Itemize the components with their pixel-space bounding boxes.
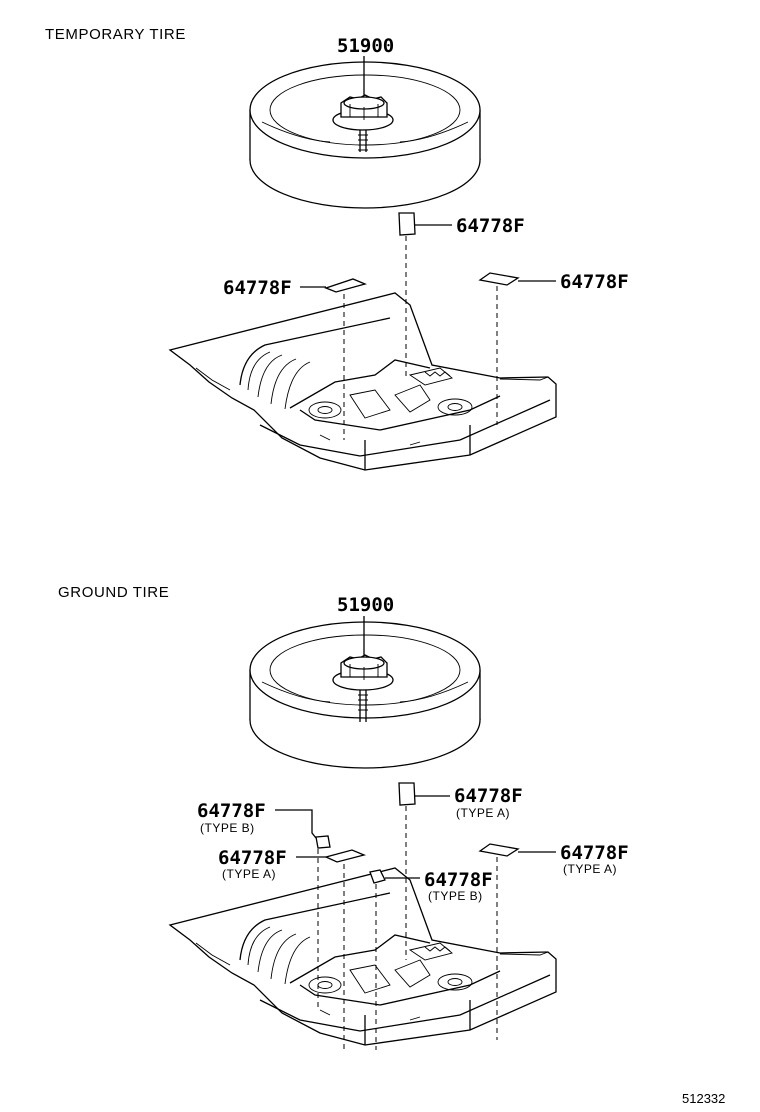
diagram-id: 512332 — [682, 1091, 725, 1106]
part-no-pad-right-temporary[interactable]: 64778F — [560, 271, 629, 293]
part-type-pad-right-ground: (TYPE A) — [563, 862, 617, 876]
section-title-temporary: TEMPORARY TIRE — [45, 26, 186, 43]
part-type-pad-left-a-ground: (TYPE A) — [222, 867, 276, 881]
part-type-pad-left-b-ground: (TYPE B) — [200, 821, 255, 835]
pad-left-a-ground — [296, 849, 367, 1050]
floor-pan-ground — [169, 867, 557, 1046]
section-title-ground: GROUND TIRE — [58, 584, 169, 601]
part-no-pad-upper-ground[interactable]: 64778F — [454, 785, 523, 807]
pad-right-temporary — [478, 272, 556, 425]
part-no-pad-upper-temporary[interactable]: 64778F — [456, 215, 525, 237]
part-no-pad-left-temporary[interactable]: 64778F — [223, 277, 292, 299]
pad-right-ground — [478, 843, 556, 1040]
part-type-pad-center-b-ground: (TYPE B) — [428, 889, 483, 903]
spare-tire-ground — [249, 621, 481, 769]
part-no-pad-right-ground[interactable]: 64778F — [560, 842, 629, 864]
pad-upper-temporary — [398, 212, 452, 380]
pad-center-b-ground — [369, 869, 420, 1050]
ground-tire-section: GROUND TIRE 51900 64778F (TYPE A) 64778F… — [58, 584, 629, 1050]
part-no-pad-center-b-ground[interactable]: 64778F — [424, 869, 493, 891]
part-type-pad-upper-ground: (TYPE A) — [456, 806, 510, 820]
part-no-tire-temporary[interactable]: 51900 — [337, 35, 394, 57]
pad-left-temporary — [300, 278, 367, 440]
temporary-tire-section: TEMPORARY TIRE 51900 64778F 64778F 64778… — [45, 26, 629, 471]
spare-tire-temporary — [249, 61, 481, 209]
part-no-pad-left-b-ground[interactable]: 64778F — [197, 800, 266, 822]
floor-pan-temporary — [169, 292, 557, 471]
part-no-tire-ground[interactable]: 51900 — [337, 594, 394, 616]
pad-upper-ground — [398, 782, 450, 960]
part-no-pad-left-a-ground[interactable]: 64778F — [218, 847, 287, 869]
pad-left-b-ground — [275, 809, 331, 1010]
